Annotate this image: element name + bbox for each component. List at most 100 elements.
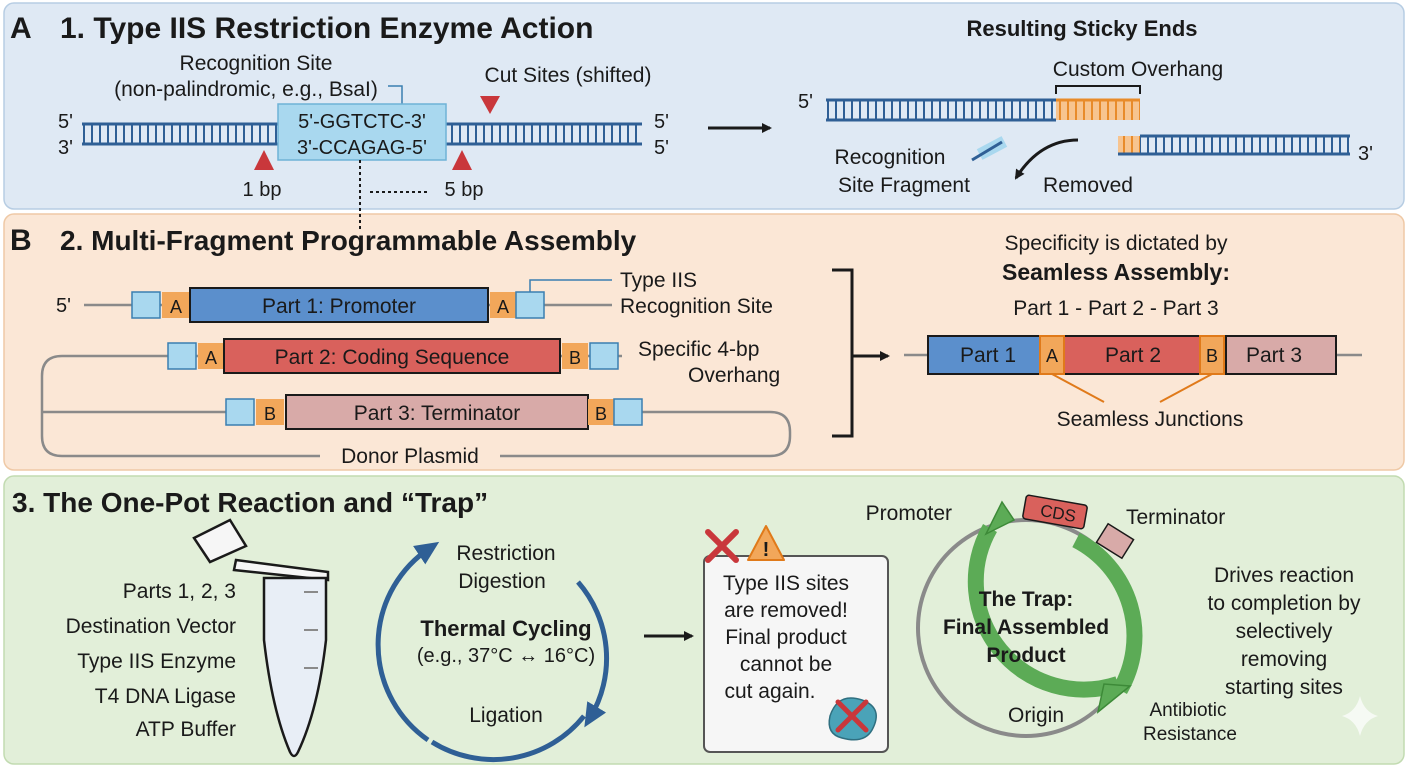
cut-sites-label: Cut Sites (shifted) <box>485 64 652 87</box>
recognition-site-example: (non-palindromic, e.g., BsaI) <box>114 78 378 101</box>
specificity-line-1: Specificity is dictated by <box>1005 232 1228 255</box>
panel-b-title: 2. Multi-Fragment Programmable Assembly <box>60 225 637 256</box>
drives-line-5: starting sites <box>1225 676 1343 699</box>
assembled-part2-label: Part 2 <box>1105 344 1161 367</box>
restriction-label-1: Restriction <box>456 542 555 565</box>
part1-promoter-label: Part 1: Promoter <box>262 295 416 318</box>
donor-plasmid-label-bg <box>320 444 500 468</box>
part3-terminator-label: Part 3: Terminator <box>354 402 521 425</box>
assembled-part2 <box>1039 335 1227 375</box>
recognition-leader-line <box>388 85 403 104</box>
recognition-fragment-strand <box>971 140 1003 162</box>
terminator-segment <box>1095 522 1135 560</box>
part1-left-site <box>131 291 161 319</box>
donor-plasmid-label: Donor Plasmid <box>341 445 479 468</box>
resulting-sticky-ends-title: Resulting Sticky Ends <box>966 16 1197 41</box>
specificity-line-3: Part 1 - Part 2 - Part 3 <box>1013 297 1218 320</box>
drives-line-3: selectively <box>1236 620 1333 643</box>
result-top-5prime: 5' <box>798 91 813 113</box>
assembled-part1-label: Part 1 <box>960 344 1016 367</box>
antibiotic-label-1: Antibiotic <box>1149 700 1226 721</box>
drives-line-2: to completion by <box>1208 592 1361 615</box>
part2-left-site <box>167 342 197 370</box>
panel-b: B 2. Multi-Fragment Programmable Assembl… <box>3 213 1405 471</box>
note-line-4: cannot be <box>740 653 832 676</box>
part2-right-overhang <box>562 343 588 369</box>
junction-pointer-a <box>1051 373 1105 403</box>
panel-a: A 1. Type IIS Restriction Enzyme Action … <box>3 2 1405 210</box>
sticky-overhang-bottom <box>1118 136 1140 154</box>
part2-cds-box <box>223 338 561 374</box>
offset-5bp-label: 5 bp <box>445 179 484 201</box>
trap-label-1: The Trap: <box>979 588 1074 611</box>
dna-left-bottom-end: 3' <box>58 137 73 159</box>
part2-right-site <box>589 342 619 370</box>
note-line-2: are removed! <box>724 599 848 622</box>
result-bottom-3prime: 3' <box>1358 143 1373 165</box>
assembled-part3 <box>1225 335 1337 375</box>
ingredient-t4-ligase: T4 DNA Ligase <box>95 685 236 708</box>
warning-icon: ! <box>747 525 785 561</box>
part1-right-site <box>515 291 545 319</box>
custom-overhang-label: Custom Overhang <box>1053 58 1223 81</box>
assembled-part3-label: Part 3 <box>1246 344 1302 367</box>
panel-a-letter: A <box>10 12 32 45</box>
cycle-arrow-left <box>375 541 440 743</box>
green-arrowhead-left <box>984 500 1016 536</box>
type2s-leader-line <box>529 279 612 292</box>
part1-promoter-box <box>189 287 489 323</box>
sticky-overhang-top <box>1056 100 1140 120</box>
note-line-1: Type IIS sites <box>723 572 849 595</box>
sparkle-icon <box>1342 696 1378 736</box>
dna-right-bottom-end: 5' <box>654 137 669 159</box>
recognition-fragment-label-2: Site Fragment <box>838 174 970 197</box>
drives-line-1: Drives reaction <box>1214 564 1354 587</box>
promoter-label: Promoter <box>866 502 952 525</box>
dna-right-top-end: 5' <box>654 111 669 133</box>
part3-right-overhang <box>588 399 614 425</box>
assembled-part1 <box>927 335 1041 375</box>
blocked-enzyme-icon <box>828 697 877 741</box>
removed-arrow <box>1014 138 1079 180</box>
trap-label-2: Final Assembled <box>943 616 1109 639</box>
panel-c-title: 3. The One-Pot Reaction and “Trap” <box>12 487 488 518</box>
ingredient-atp-buffer: ATP Buffer <box>136 718 236 741</box>
part2-cds-label: Part 2: Coding Sequence <box>275 346 510 369</box>
part3-right-site <box>613 398 643 426</box>
antibiotic-label-2: Resistance <box>1143 724 1237 745</box>
red-x-icon <box>705 529 739 563</box>
overhang-label-2: Overhang <box>688 364 780 387</box>
green-arc-right <box>1072 532 1143 694</box>
origin-label: Origin <box>1008 704 1064 727</box>
custom-overhang-bracket <box>1055 85 1141 94</box>
result-left-rungs <box>826 100 1056 120</box>
cut-marker-5bp <box>452 150 472 170</box>
thermal-temps-label: (e.g., 37°C ↔ 16°C) <box>417 645 595 667</box>
assembled-junction-b <box>1199 335 1225 375</box>
green-arc-left <box>967 524 1121 698</box>
part2-left-overhang <box>198 343 224 369</box>
cut-marker-1bp <box>254 150 274 170</box>
part1-left-overhang <box>162 292 190 318</box>
green-arrowhead-right <box>1096 683 1132 714</box>
note-line-5: cut again. <box>724 680 815 703</box>
recognition-site-label: Recognition Site <box>180 52 333 75</box>
restriction-label-2: Digestion <box>458 570 546 593</box>
cycle-arrow-bottom <box>430 714 586 763</box>
part3-left-overhang-label: B <box>264 404 276 424</box>
result-right-rungs <box>1140 136 1350 154</box>
part1-5prime: 5' <box>56 295 71 317</box>
ligation-label: Ligation <box>469 704 543 727</box>
part3-left-overhang <box>256 399 284 425</box>
recognition-fragment-label-1: Recognition <box>835 146 946 169</box>
thermal-cycling-label: Thermal Cycling <box>420 616 591 641</box>
part1-right-overhang <box>490 292 516 318</box>
part1-right-overhang-label: A <box>497 297 509 317</box>
panel-b-letter: B <box>10 224 32 257</box>
type2s-label-1: Type IIS <box>620 269 697 292</box>
dna-left-top-end: 5' <box>58 111 73 133</box>
seamless-junctions-label: Seamless Junctions <box>1057 408 1244 431</box>
panel-a-title: 1. Type IIS Restriction Enzyme Action <box>60 12 593 45</box>
removed-label: Removed <box>1043 174 1133 197</box>
